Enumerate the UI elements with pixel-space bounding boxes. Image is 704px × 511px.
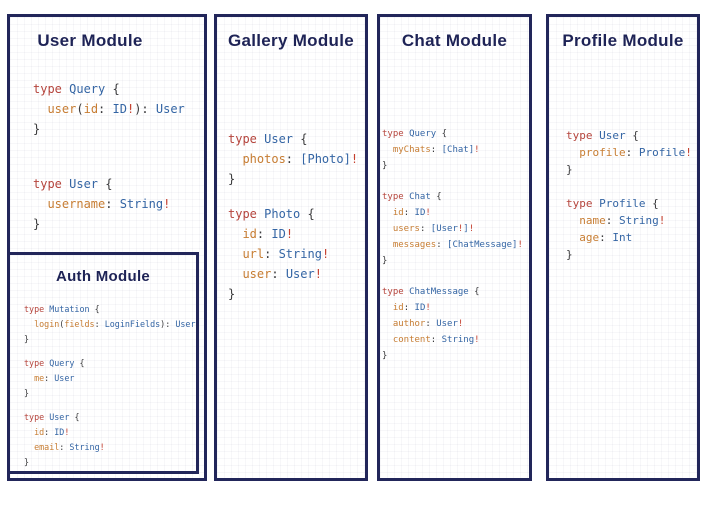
code-line: }: [228, 287, 236, 301]
module-title-auth: Auth Module: [55, 268, 151, 285]
code-line: login(fields: LoginFields): User: [24, 319, 196, 329]
code-line: photos: [Photo]!: [228, 152, 359, 166]
code-line: type Chat {: [382, 192, 442, 202]
code-block: type Query { myChats: [Chat]!}: [382, 126, 529, 174]
code-line: }: [566, 248, 573, 261]
code-block: type Chat { id: ID! users: [User!]! mess…: [382, 189, 529, 269]
code-line: id: ID!: [228, 227, 294, 241]
module-code-chat: type Query { myChats: [Chat]!}type Chat …: [380, 126, 529, 364]
code-line: url: String!: [228, 247, 330, 261]
code-block: type Query { user(id: ID!): User}: [33, 79, 204, 139]
module-box-gallery: Gallery Module type User { photos: [Phot…: [214, 14, 368, 481]
module-code-profile: type User { profile: Profile!}type Profi…: [549, 127, 697, 263]
code-line: myChats: [Chat]!: [382, 145, 480, 155]
module-box-profile: Profile Module type User { profile: Prof…: [546, 14, 700, 481]
code-line: username: String!: [33, 197, 171, 211]
code-block: type User { profile: Profile!}: [566, 127, 697, 178]
module-code-gallery: type User { photos: [Photo]!}type Photo …: [217, 129, 365, 304]
module-box-user: User Module type Query { user(id: ID!): …: [7, 14, 207, 481]
code-block: type User { username: String!}: [33, 174, 204, 234]
code-line: messages: [ChatMessage]!: [382, 240, 523, 250]
code-line: id: ID!: [24, 427, 70, 437]
code-line: age: Int: [566, 231, 633, 244]
module-code-user: type Query { user(id: ID!): User}type Us…: [10, 79, 204, 234]
code-line: id: ID!: [382, 303, 431, 313]
code-line: id: ID!: [382, 208, 431, 218]
code-line: }: [24, 388, 30, 398]
code-block: type Profile { name: String! age: Int}: [566, 195, 697, 263]
code-line: type User {: [228, 132, 308, 146]
module-box-chat: Chat Module type Query { myChats: [Chat]…: [377, 14, 532, 481]
code-line: type Profile {: [566, 197, 659, 210]
code-line: type User {: [566, 129, 639, 142]
code-block: type Query { me: User}: [24, 356, 196, 401]
code-line: me: User: [24, 373, 75, 383]
code-line: }: [566, 163, 573, 176]
code-line: type Query {: [33, 82, 120, 96]
code-line: }: [24, 334, 30, 344]
code-line: author: User!: [382, 319, 464, 329]
code-line: type User {: [24, 412, 80, 422]
code-block: type Mutation { login(fields: LoginField…: [24, 302, 196, 347]
code-line: }: [24, 457, 30, 467]
code-line: type Mutation {: [24, 304, 100, 314]
code-line: }: [33, 122, 41, 136]
code-line: type User {: [33, 177, 113, 191]
module-title-user: User Module: [37, 31, 143, 50]
code-block: type Photo { id: ID! url: String! user: …: [228, 204, 365, 304]
code-line: users: [User!]!: [382, 224, 475, 234]
module-code-auth: type Mutation { login(fields: LoginField…: [10, 302, 196, 470]
module-title-gallery: Gallery Module: [227, 31, 355, 50]
code-line: }: [382, 351, 388, 361]
code-line: }: [382, 161, 388, 171]
code-line: profile: Profile!: [566, 146, 692, 159]
code-line: }: [382, 256, 388, 266]
code-line: email: String!: [24, 442, 105, 452]
module-title-chat: Chat Module: [401, 31, 508, 50]
code-line: content: String!: [382, 335, 480, 345]
code-block: type ChatMessage { id: ID! author: User!…: [382, 284, 529, 364]
code-line: type Query {: [24, 358, 85, 368]
code-line: name: String!: [566, 214, 666, 227]
code-line: }: [33, 217, 41, 231]
code-block: type User { id: ID! email: String!}: [24, 410, 196, 470]
code-line: type Query {: [382, 129, 448, 139]
module-box-auth: Auth Module type Mutation { login(fields…: [7, 252, 199, 474]
code-line: }: [228, 172, 236, 186]
code-line: user: User!: [228, 267, 322, 281]
code-line: user(id: ID!): User: [33, 102, 185, 116]
code-line: type ChatMessage {: [382, 287, 480, 297]
code-block: type User { photos: [Photo]!}: [228, 129, 365, 189]
module-title-profile: Profile Module: [562, 31, 684, 50]
code-line: type Photo {: [228, 207, 315, 221]
